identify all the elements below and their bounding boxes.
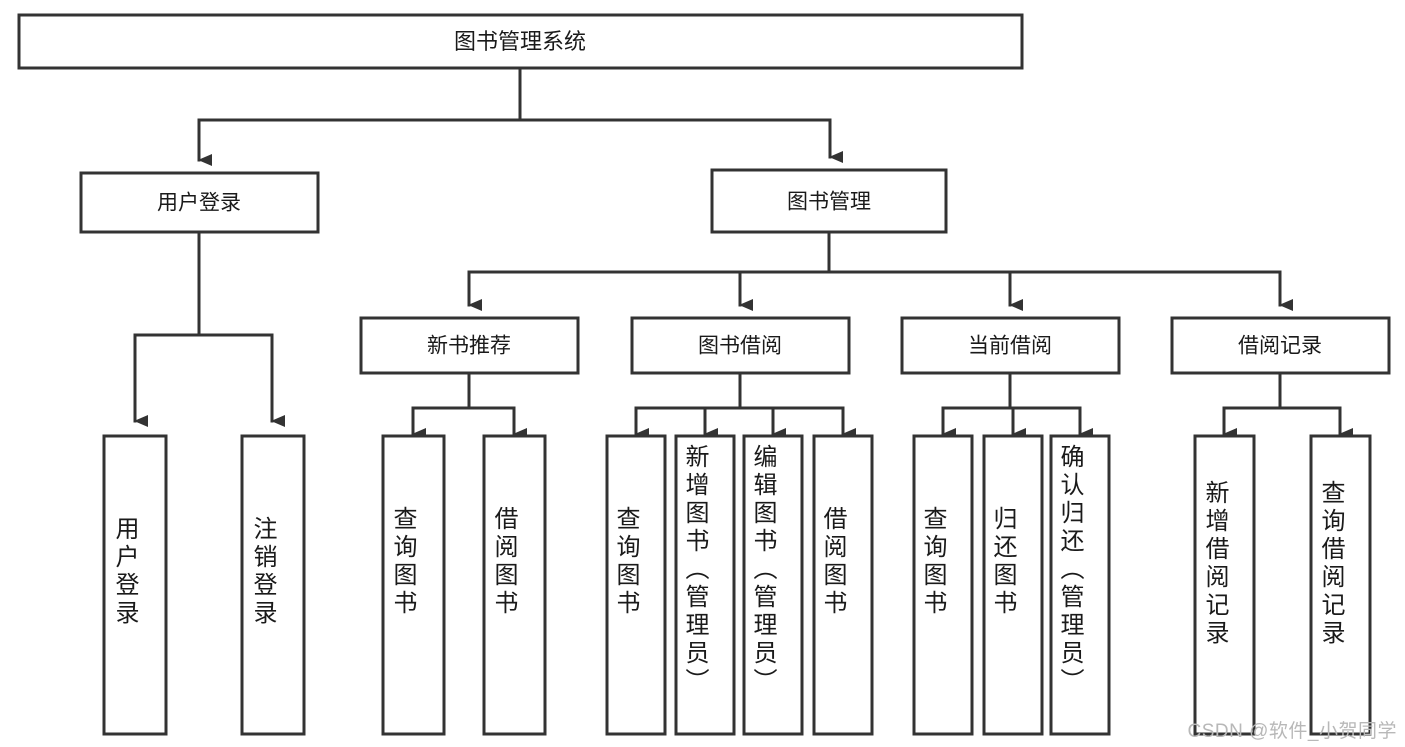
node-book-borrow-label: 图书借阅	[698, 335, 782, 358]
node-current-borrow-box[interactable]	[900, 316, 1121, 375]
leaf-book-borrow-2-box[interactable]	[674, 434, 736, 736]
node-current-borrow-label: 当前借阅	[968, 335, 1052, 358]
leaf-new-book-2-box[interactable]	[482, 434, 547, 736]
leaf-new-book-1-box[interactable]	[381, 434, 446, 736]
leaf-book-borrow-4-box[interactable]	[812, 434, 874, 736]
node-book-mgmt-label: 图书管理	[787, 191, 871, 214]
node-book-borrow-box[interactable]	[630, 316, 851, 375]
leaf-user-login-2-box[interactable]	[240, 434, 306, 736]
node-root-box[interactable]	[17, 13, 1024, 70]
leaf-user-login-1-box[interactable]	[102, 434, 168, 736]
leaf-borrow-record-2-box[interactable]	[1309, 434, 1372, 736]
leaf-book-borrow-1-box[interactable]	[605, 434, 667, 736]
node-new-book-label: 新书推荐	[427, 335, 511, 358]
csdn-watermark: CSDN @软件_小贺同学	[1187, 721, 1397, 742]
node-user-login-label: 用户登录	[157, 192, 241, 215]
leaf-borrow-record-1-box[interactable]	[1193, 434, 1256, 736]
leaf-current-borrow-3-box[interactable]	[1049, 434, 1111, 736]
node-root-label: 图书管理系统	[454, 29, 586, 54]
leaf-book-borrow-3-box[interactable]	[742, 434, 804, 736]
leaf-current-borrow-2-box[interactable]	[982, 434, 1044, 736]
leaf-current-borrow-1-box[interactable]	[912, 434, 974, 736]
node-book-mgmt-box[interactable]	[710, 168, 948, 234]
node-borrow-record-box[interactable]	[1170, 316, 1391, 375]
node-borrow-record-label: 借阅记录	[1238, 335, 1322, 358]
node-new-book-box[interactable]	[359, 316, 580, 375]
